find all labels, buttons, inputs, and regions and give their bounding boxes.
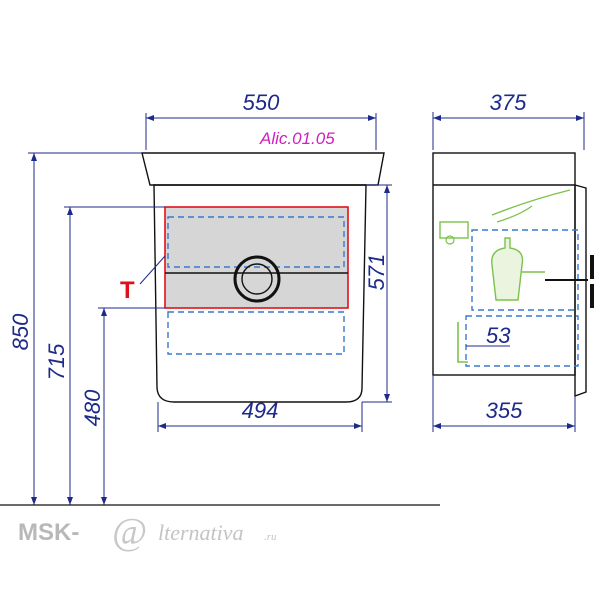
upper-drawer-inner <box>167 216 345 268</box>
side-view: 375 53 355 <box>432 90 594 432</box>
lower-drawer-inner <box>167 311 345 355</box>
dim-label-480: 480 <box>80 389 105 426</box>
watermark-at-icon: @ <box>112 511 147 553</box>
side-lower-drawer-inner <box>465 315 579 367</box>
marker-t: T <box>120 277 135 304</box>
dim-label-550: 550 <box>243 90 280 115</box>
watermark-script: lternativa <box>158 520 244 545</box>
cabinet-body <box>153 184 367 403</box>
dim-label-375: 375 <box>490 90 527 115</box>
basin-curve <box>491 189 571 216</box>
side-handle-lower-icon <box>590 284 594 308</box>
side-upper-drawer-inner <box>471 229 579 311</box>
basin-top <box>141 152 385 186</box>
dim-label-715: 715 <box>44 343 69 380</box>
marker-leader <box>139 255 166 285</box>
dim-label-355: 355 <box>486 398 523 423</box>
watermark: MSK- @ lternativa .ru <box>18 511 277 553</box>
siphon-icon <box>491 237 524 301</box>
handle-ring-inner <box>241 263 273 295</box>
handle-ring <box>233 255 281 303</box>
model-label: Alic.01.05 <box>259 129 335 148</box>
dim-label-53: 53 <box>486 323 511 348</box>
watermark-suffix: .ru <box>264 531 277 543</box>
front-view: 550 Alic.01.05 T 494 571 85 <box>8 90 392 505</box>
water-valve-icon <box>439 221 469 239</box>
dim-label-494: 494 <box>242 398 279 423</box>
dim-label-571: 571 <box>364 254 389 291</box>
watermark-prefix: MSK- <box>18 519 79 546</box>
valve-knob-icon <box>445 235 455 245</box>
side-door-panel <box>574 184 587 397</box>
dim-label-850: 850 <box>8 313 33 350</box>
wall-bracket-icon <box>457 322 468 363</box>
basin-curve-inner <box>496 205 533 223</box>
side-handle-upper-icon <box>590 255 594 279</box>
